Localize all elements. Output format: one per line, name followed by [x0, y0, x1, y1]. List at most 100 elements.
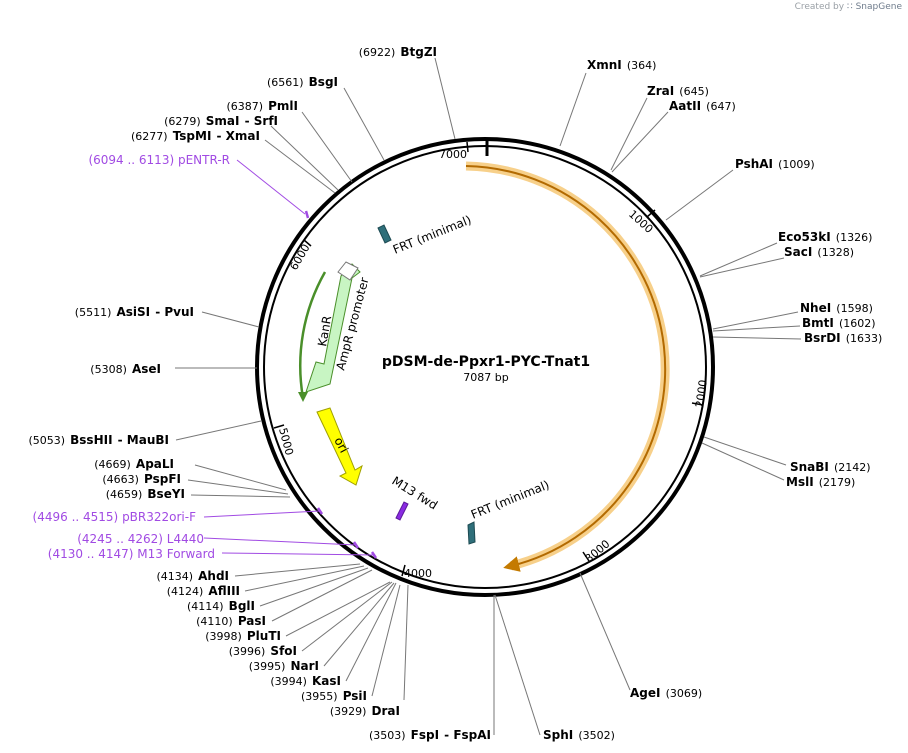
- enzyme-name: Eco53kI: [778, 230, 831, 244]
- enzyme-name: NheI: [800, 301, 831, 315]
- enzyme-pos: (3503): [369, 729, 406, 742]
- m13-fwd-label: M13 fwd: [389, 474, 440, 513]
- enzyme-suffix: - MauBI: [118, 433, 169, 447]
- enzyme-name: BsrDI: [804, 331, 841, 345]
- enzyme-label-eco53ki: Eco53kI (1326): [778, 226, 872, 245]
- enzyme-name: BsgI: [309, 75, 338, 89]
- enzyme-name: PmlI: [268, 99, 298, 113]
- enzyme-name: DraI: [372, 704, 400, 718]
- enzyme-label-ahdi: (4134) AhdI: [156, 565, 229, 584]
- enzyme-label-fspi: (3503) FspI - FspAI: [369, 724, 491, 743]
- enzyme-pos: (364): [627, 59, 657, 72]
- primer-leader-lines: [203, 159, 375, 556]
- tick-label-7000: 7000: [439, 148, 467, 161]
- enzyme-suffix: - FspAI: [444, 728, 491, 742]
- leader-lines: [175, 57, 802, 736]
- enzyme-label-kasi: (3994) KasI: [270, 670, 341, 689]
- enzyme-label-smai: (6279) SmaI - SrfI: [164, 110, 278, 129]
- primer-name: L4440: [167, 532, 204, 546]
- enzyme-name: AatII: [669, 99, 701, 113]
- enzyme-pos: (1326): [836, 231, 873, 244]
- enzyme-name: PshAI: [735, 157, 773, 171]
- ori-feature: [316, 407, 363, 486]
- enzyme-pos: (5308): [90, 363, 127, 376]
- enzyme-name: SnaBI: [790, 460, 829, 474]
- primer-range: (4496 .. 4515): [33, 510, 119, 524]
- enzyme-pos: (6387): [226, 100, 263, 113]
- enzyme-name: SfoI: [270, 644, 297, 658]
- snapgene-watermark: Created by ∷ SnapGene: [795, 2, 902, 12]
- enzyme-pos: (1633): [846, 332, 883, 345]
- kanr-ring-arrowhead: [298, 392, 308, 402]
- enzyme-pos: (5053): [28, 434, 65, 447]
- enzyme-pos: (4124): [167, 585, 204, 598]
- frt-bottom-feature: [467, 521, 476, 545]
- primer-name: M13 Forward: [137, 547, 215, 561]
- enzyme-name: AflIII: [208, 584, 240, 598]
- enzyme-name: TspMI: [173, 129, 212, 143]
- enzyme-pos: (6922): [359, 46, 396, 59]
- enzyme-suffix: - SrfI: [245, 114, 278, 128]
- enzyme-name: PspFI: [144, 472, 181, 486]
- frt-top-feature: [377, 224, 392, 244]
- enzyme-label-aatii: AatII (647): [669, 95, 736, 114]
- enzyme-label-bmti: BmtI (1602): [802, 312, 876, 331]
- enzyme-label-nari: (3995) NarI: [249, 655, 319, 674]
- enzyme-pos: (4114): [187, 600, 224, 613]
- enzyme-label-psii: (3955) PsiI: [301, 685, 367, 704]
- enzyme-name: MslI: [786, 475, 814, 489]
- enzyme-name: AsiSI: [116, 305, 150, 319]
- tick-label-4000: 4000: [404, 567, 432, 580]
- enzyme-pos: (4134): [156, 570, 193, 583]
- enzyme-label-drai: (3929) DraI: [330, 700, 400, 719]
- enzyme-pos: (647): [706, 100, 736, 113]
- enzyme-pos: (3996): [229, 645, 266, 658]
- enzyme-name: PasI: [238, 614, 266, 628]
- enzyme-pos: (4663): [102, 473, 139, 486]
- ori-label: ori: [331, 435, 351, 455]
- enzyme-label-sphi: SphI (3502): [543, 724, 615, 743]
- primer-label-pentr-r: (6094 .. 6113) pENTR-R: [88, 153, 230, 167]
- watermark-prefix: Created by: [794, 2, 845, 12]
- enzyme-pos: (3995): [249, 660, 286, 673]
- enzyme-pos: (645): [679, 85, 709, 98]
- enzyme-pos: (3069): [666, 687, 703, 700]
- primer-range: (4130 .. 4147): [48, 547, 134, 561]
- kanr-ring-line: [298, 271, 327, 399]
- enzyme-label-bsgi: (6561) BsgI: [267, 71, 338, 90]
- frt-bottom-label: FRT (minimal): [469, 478, 551, 522]
- enzyme-label-pshai: PshAI (1009): [735, 153, 815, 172]
- enzyme-name: PluTI: [247, 629, 281, 643]
- enzyme-label-bsshii: (5053) BssHII - MauBI: [28, 429, 169, 448]
- tick-marks: [273, 141, 704, 577]
- watermark-brand: SnapGene: [855, 2, 902, 12]
- orf-arc: [465, 165, 667, 572]
- enzyme-name: AgeI: [630, 686, 660, 700]
- enzyme-pos: (3998): [205, 630, 242, 643]
- enzyme-name: ZraI: [647, 84, 674, 98]
- enzyme-pos: (4669): [94, 458, 131, 471]
- snapgene-logo-icon: ∷: [846, 2, 853, 12]
- enzyme-pos: (2142): [834, 461, 871, 474]
- enzyme-label-agei: AgeI (3069): [630, 682, 702, 701]
- enzyme-label-afliii: (4124) AflIII: [167, 580, 240, 599]
- enzyme-name: FspI: [411, 728, 439, 742]
- enzyme-label-xmni: XmnI (364): [587, 54, 656, 73]
- enzyme-name: SacI: [784, 245, 812, 259]
- enzyme-pos: (6279): [164, 115, 201, 128]
- enzyme-pos: (3929): [330, 705, 367, 718]
- enzyme-label-pmli: (6387) PmlI: [226, 95, 298, 114]
- enzyme-pos: (1598): [836, 302, 873, 315]
- enzyme-label-bsrdi: BsrDI (1633): [804, 327, 882, 346]
- backbone-outer-ring: [255, 137, 715, 597]
- enzyme-name: AhdI: [198, 569, 229, 583]
- primer-label-l4440: (4245 .. 4262) L4440: [77, 532, 204, 546]
- enzyme-pos: (3994): [270, 675, 307, 688]
- primer-label-m13-forward: (4130 .. 4147) M13 Forward: [48, 547, 215, 561]
- kanr-label: KanR: [315, 315, 334, 348]
- backbone-inner-ring: [263, 145, 707, 589]
- enzyme-pos: (1602): [839, 317, 876, 330]
- enzyme-label-sfoi: (3996) SfoI: [229, 640, 297, 659]
- enzyme-label-saci: SacI (1328): [784, 241, 854, 260]
- enzyme-label-apali: (4669) ApaLI: [94, 453, 174, 472]
